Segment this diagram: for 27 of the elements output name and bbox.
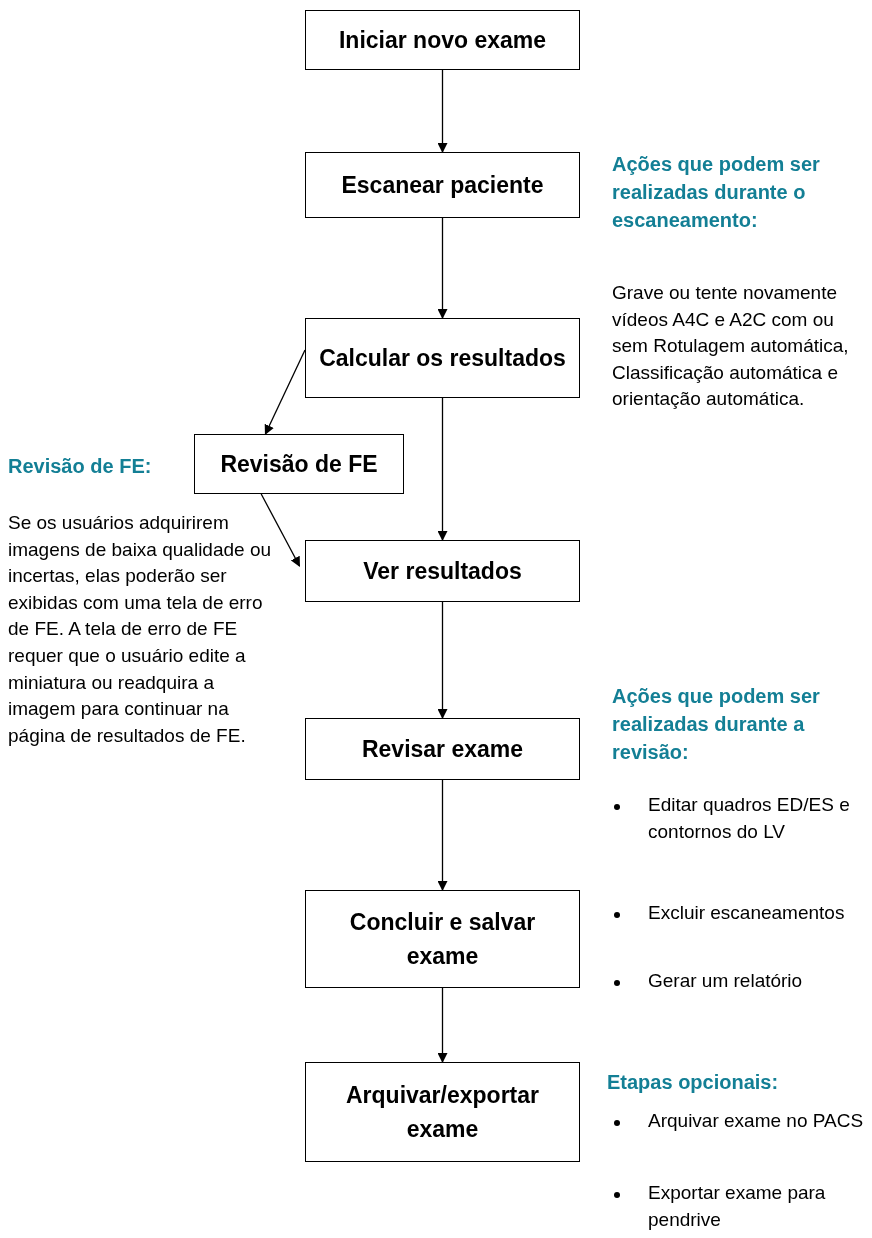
- arrow: [437, 987, 448, 1063]
- bullet-text: Excluir escaneamentos: [648, 901, 845, 925]
- arrow: [437, 69, 448, 153]
- process-box: Arquivar/exportar exame: [305, 1062, 580, 1162]
- process-box: Revisão de FE: [194, 434, 404, 494]
- bullet-text: Gerar um relatório: [648, 969, 803, 993]
- bullet-text: Exportar exame para pendrive: [648, 1181, 827, 1232]
- process-box: Concluir e salvar exame: [305, 890, 580, 988]
- note-text: Grave ou tente novamente vídeos A4C e A2C com ou sem Rotulagem automática, Classificação automática e orientação automática.: [612, 281, 850, 412]
- process-box: Revisar exame: [305, 718, 580, 780]
- process-box: Escanear paciente: [305, 152, 580, 218]
- process-box: Calcular os resultados: [305, 318, 580, 398]
- section-heading: Ações que podem ser realizadas durante a revisão:: [612, 684, 821, 765]
- section-heading: Revisão de FE:: [8, 454, 153, 479]
- arrow: [260, 493, 301, 567]
- arrow: [437, 217, 448, 319]
- process-box: Iniciar novo exame: [305, 10, 580, 70]
- section-heading: Ações que podem ser realizadas durante o escaneamento:: [612, 152, 821, 233]
- arrow: [437, 779, 448, 891]
- arrow: [437, 601, 448, 719]
- arrow: [264, 349, 306, 435]
- process-box: Ver resultados: [305, 540, 580, 602]
- arrow: [437, 397, 448, 541]
- section-heading: Etapas opcionais:: [607, 1070, 780, 1095]
- bullet-text: Editar quadros ED/ES e contornos do LV: [648, 793, 851, 844]
- note-text: Se os usuários adquirirem imagens de baixa qualidade ou incertas, elas poderão ser exibidas com uma tela de erro de FE. A tela de erro de FE requer que o usuário edite a miniatura ou readquira a imagem para continuar na página de resultados de FE.: [8, 511, 272, 748]
- bullet-text: Arquivar exame no PACS: [648, 1109, 864, 1133]
